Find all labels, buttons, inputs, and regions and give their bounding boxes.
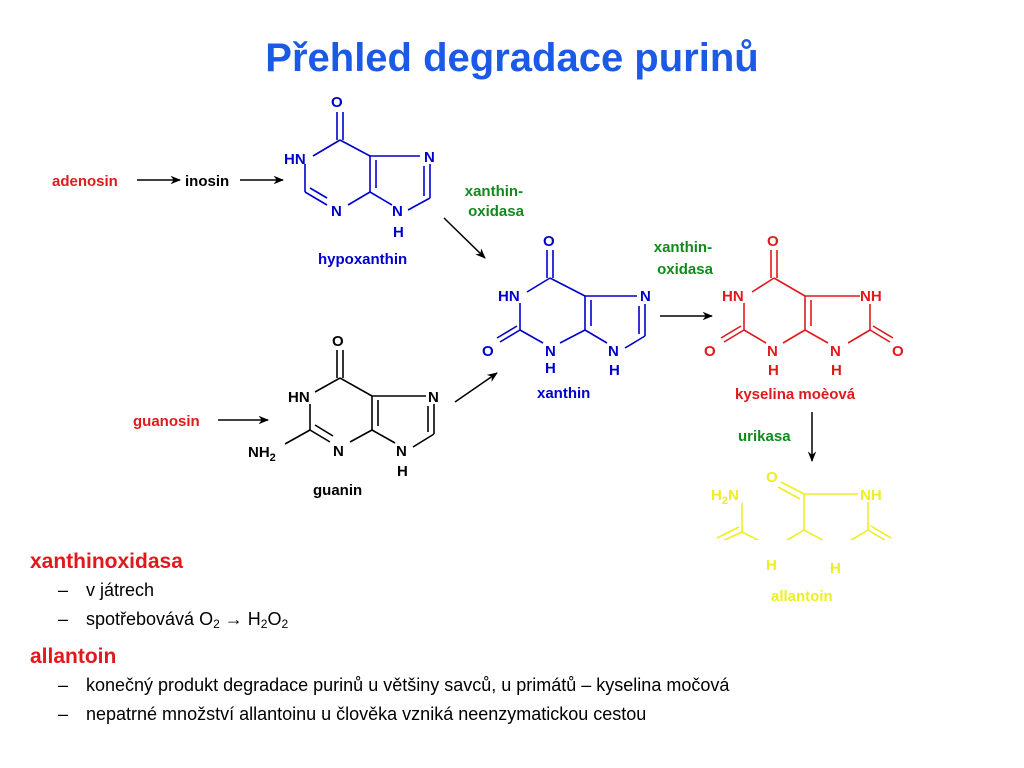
svg-text:N: N bbox=[333, 443, 344, 460]
hypoxanthin-structure bbox=[304, 112, 431, 211]
svg-text:O: O bbox=[766, 469, 778, 486]
purine-degradation-diagram: adenosin inosin guanosin xanthin- oxidas… bbox=[52, 94, 904, 540]
list-item: –konečný produkt degradace purinů u větš… bbox=[30, 671, 1010, 700]
svg-text:HN: HN bbox=[722, 288, 744, 305]
allantoin-h1: H bbox=[766, 557, 777, 574]
svg-text:O: O bbox=[331, 94, 343, 111]
svg-text:O: O bbox=[543, 233, 555, 250]
hypoxanthin-atoms: O HN N N N H bbox=[284, 94, 435, 241]
svg-text:N: N bbox=[767, 343, 778, 360]
svg-text:N: N bbox=[608, 343, 619, 360]
uric-acid-name: kyselina moèová bbox=[735, 386, 856, 403]
allantoin-structure bbox=[716, 481, 892, 540]
svg-text:O: O bbox=[482, 343, 494, 360]
svg-text:O: O bbox=[892, 343, 904, 360]
xanthin-structure bbox=[496, 250, 646, 349]
svg-text:O: O bbox=[704, 343, 716, 360]
uric-acid-atoms: O HN NH O N N O H H bbox=[704, 233, 904, 379]
allantoin-lower-layer: H H allantoin bbox=[766, 557, 841, 605]
list-item: –v játrech bbox=[30, 576, 1010, 605]
svg-text:NH2: NH2 bbox=[248, 444, 276, 464]
bullet-dash: – bbox=[58, 704, 69, 724]
svg-text:H: H bbox=[768, 362, 779, 379]
xanthin-atoms: O HN N O N N H H bbox=[482, 233, 651, 379]
page-title: Přehled degradace purinů bbox=[265, 36, 759, 80]
enzyme-xanthinoxidase-1: xanthin- oxidasa bbox=[465, 183, 528, 220]
bullet-dash: – bbox=[58, 609, 69, 629]
enzyme-xanthinoxidase-2: xanthin- oxidasa bbox=[654, 239, 717, 278]
arrow-hypoxanthin-xanthin bbox=[443, 217, 486, 259]
hypoxanthin-name: hypoxanthin bbox=[318, 251, 407, 268]
svg-text:N: N bbox=[428, 389, 439, 406]
guanin-atoms: O HN N NH2 N N H bbox=[248, 333, 439, 480]
svg-text:N: N bbox=[830, 343, 841, 360]
guanosin-label: guanosin bbox=[133, 413, 200, 430]
svg-text:N: N bbox=[424, 149, 435, 166]
guanin-structure bbox=[284, 350, 435, 448]
adenosin-label: adenosin bbox=[52, 173, 118, 190]
allantoin-atoms: O H2N NH O N N O bbox=[711, 469, 882, 507]
bullet-dash: – bbox=[58, 675, 69, 695]
allantoin-heading: allantoin bbox=[30, 645, 117, 668]
svg-text:N: N bbox=[396, 443, 407, 460]
svg-text:HN: HN bbox=[498, 288, 520, 305]
guanin-name: guanin bbox=[313, 482, 362, 499]
svg-text:N: N bbox=[545, 343, 556, 360]
list-item: –spotřebovává O2 → H2O2 bbox=[30, 605, 1010, 639]
xanthin-name: xanthin bbox=[537, 385, 590, 402]
inosin-label: inosin bbox=[185, 173, 229, 190]
svg-text:H: H bbox=[397, 463, 408, 480]
arrow-guanin-xanthin bbox=[454, 372, 498, 403]
allantoin-name: allantoin bbox=[771, 588, 833, 605]
svg-text:H: H bbox=[609, 362, 620, 379]
bullet-dash: – bbox=[58, 580, 69, 600]
svg-text:O: O bbox=[332, 333, 344, 350]
svg-text:NH: NH bbox=[860, 288, 882, 305]
svg-text:N: N bbox=[640, 288, 651, 305]
svg-text:H2N: H2N bbox=[711, 487, 739, 507]
uric-acid-structure bbox=[720, 250, 894, 344]
notes-list: xanthinoxidasa –v játrech –spotřebovává … bbox=[30, 548, 1010, 729]
svg-text:O: O bbox=[767, 233, 779, 250]
svg-text:NH: NH bbox=[860, 487, 882, 504]
allantoin-h2: H bbox=[830, 560, 841, 577]
svg-text:HN: HN bbox=[288, 389, 310, 406]
enzyme-urikasa: urikasa bbox=[738, 428, 791, 445]
svg-text:H: H bbox=[545, 360, 556, 377]
svg-text:N: N bbox=[392, 203, 403, 220]
svg-text:H: H bbox=[831, 362, 842, 379]
list-item: –nepatrné množství allantoinu u člověka … bbox=[30, 700, 1010, 729]
svg-text:N: N bbox=[331, 203, 342, 220]
xanthinoxidase-heading: xanthinoxidasa bbox=[30, 550, 183, 573]
svg-text:H: H bbox=[393, 224, 404, 241]
svg-text:HN: HN bbox=[284, 151, 306, 168]
